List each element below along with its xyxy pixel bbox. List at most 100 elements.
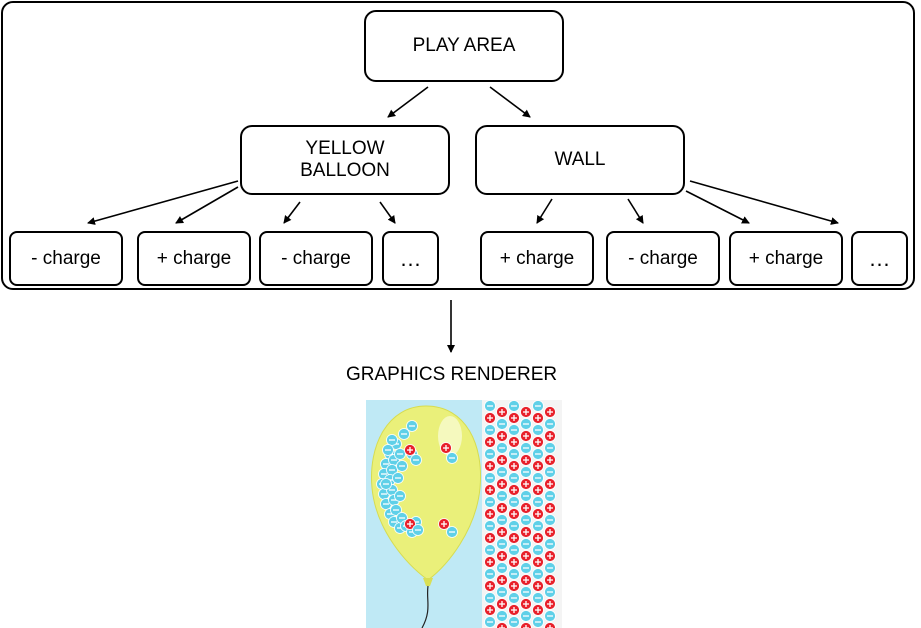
positive-charge-icon — [496, 478, 508, 490]
positive-charge-icon — [404, 518, 416, 530]
negative-charge-icon — [484, 496, 496, 508]
negative-charge-icon — [446, 452, 458, 464]
edge-wall-child-3 — [685, 190, 750, 224]
positive-charge-icon — [508, 412, 520, 424]
balloon-charge-1: - charge — [9, 231, 123, 286]
balloon-string — [421, 585, 429, 628]
positive-charge-icon — [544, 430, 556, 442]
positive-charge-icon — [544, 574, 556, 586]
positive-charge-icon — [520, 598, 532, 610]
negative-charge-icon — [532, 496, 544, 508]
positive-charge-icon — [544, 598, 556, 610]
edge-balloon-child-2 — [175, 186, 239, 224]
negative-charge-icon — [508, 568, 520, 580]
positive-charge-icon — [496, 622, 508, 628]
edge-root-balloon — [387, 86, 429, 118]
positive-charge-icon — [532, 412, 544, 424]
negative-charge-icon — [532, 448, 544, 460]
balloon-more: … — [382, 231, 439, 286]
negative-charge-icon — [532, 616, 544, 628]
charges-group — [376, 400, 556, 628]
balloon-wall-scene — [366, 400, 562, 628]
negative-charge-icon — [544, 466, 556, 478]
negative-charge-icon — [484, 448, 496, 460]
negative-charge-icon — [382, 444, 394, 456]
negative-charge-icon — [520, 586, 532, 598]
positive-charge-icon — [496, 574, 508, 586]
positive-charge-icon — [532, 484, 544, 496]
negative-charge-icon — [412, 524, 424, 536]
negative-charge-icon — [484, 400, 496, 412]
wall-charge-2: - charge — [606, 231, 720, 286]
negative-charge-icon — [544, 562, 556, 574]
edge-wall-child-4 — [689, 180, 839, 225]
positive-charge-icon — [544, 502, 556, 514]
negative-charge-icon — [532, 592, 544, 604]
positive-charge-icon — [484, 604, 496, 616]
negative-charge-icon — [386, 434, 398, 446]
positive-charge-icon — [404, 444, 416, 456]
wall-more: … — [851, 231, 908, 286]
positive-charge-icon — [484, 412, 496, 424]
positive-charge-icon — [508, 484, 520, 496]
positive-charge-icon — [484, 532, 496, 544]
negative-charge-icon — [520, 490, 532, 502]
negative-charge-icon — [544, 586, 556, 598]
positive-charge-icon — [496, 454, 508, 466]
negative-charge-icon — [508, 616, 520, 628]
positive-charge-icon — [520, 574, 532, 586]
positive-charge-icon — [438, 518, 450, 530]
negative-charge-icon — [532, 400, 544, 412]
positive-charge-icon — [496, 430, 508, 442]
negative-charge-icon — [398, 428, 410, 440]
positive-charge-icon — [544, 526, 556, 538]
negative-charge-icon — [396, 460, 408, 472]
positive-charge-icon — [484, 484, 496, 496]
negative-charge-icon — [484, 568, 496, 580]
positive-charge-icon — [544, 406, 556, 418]
positive-charge-icon — [484, 580, 496, 592]
negative-charge-icon — [544, 442, 556, 454]
negative-charge-icon — [508, 520, 520, 532]
negative-charge-icon — [508, 544, 520, 556]
edge-root-wall — [489, 86, 531, 118]
positive-charge-icon — [520, 406, 532, 418]
positive-charge-icon — [496, 406, 508, 418]
wall-charge-3: + charge — [729, 231, 843, 286]
negative-charge-icon — [394, 490, 406, 502]
positive-charge-icon — [520, 502, 532, 514]
positive-charge-icon — [496, 526, 508, 538]
negative-charge-icon — [508, 424, 520, 436]
positive-charge-icon — [508, 436, 520, 448]
negative-charge-icon — [520, 442, 532, 454]
positive-charge-icon — [508, 508, 520, 520]
graphics-renderer-label: GRAPHICS RENDERER — [346, 364, 558, 385]
positive-charge-icon — [508, 532, 520, 544]
negative-charge-icon — [532, 520, 544, 532]
yellow-balloon-node: YELLOW BALLOON — [240, 125, 450, 195]
positive-charge-icon — [544, 454, 556, 466]
positive-charge-icon — [532, 580, 544, 592]
negative-charge-icon — [496, 442, 508, 454]
play-area-container — [1, 1, 915, 290]
negative-charge-icon — [496, 538, 508, 550]
negative-charge-icon — [520, 610, 532, 622]
negative-charge-icon — [484, 472, 496, 484]
play-area-node: PLAY AREA — [364, 10, 564, 82]
negative-charge-icon — [496, 418, 508, 430]
negative-charge-icon — [484, 592, 496, 604]
scene-illustration — [366, 400, 562, 628]
negative-charge-icon — [508, 472, 520, 484]
negative-charge-icon — [532, 568, 544, 580]
positive-charge-icon — [544, 478, 556, 490]
negative-charge-icon — [508, 448, 520, 460]
negative-charge-icon — [496, 514, 508, 526]
negative-charge-icon — [520, 538, 532, 550]
negative-charge-icon — [394, 448, 406, 460]
positive-charge-icon — [484, 460, 496, 472]
negative-charge-icon — [544, 538, 556, 550]
negative-charge-icon — [544, 514, 556, 526]
negative-charge-icon — [484, 424, 496, 436]
positive-charge-icon — [496, 550, 508, 562]
negative-charge-icon — [406, 420, 418, 432]
